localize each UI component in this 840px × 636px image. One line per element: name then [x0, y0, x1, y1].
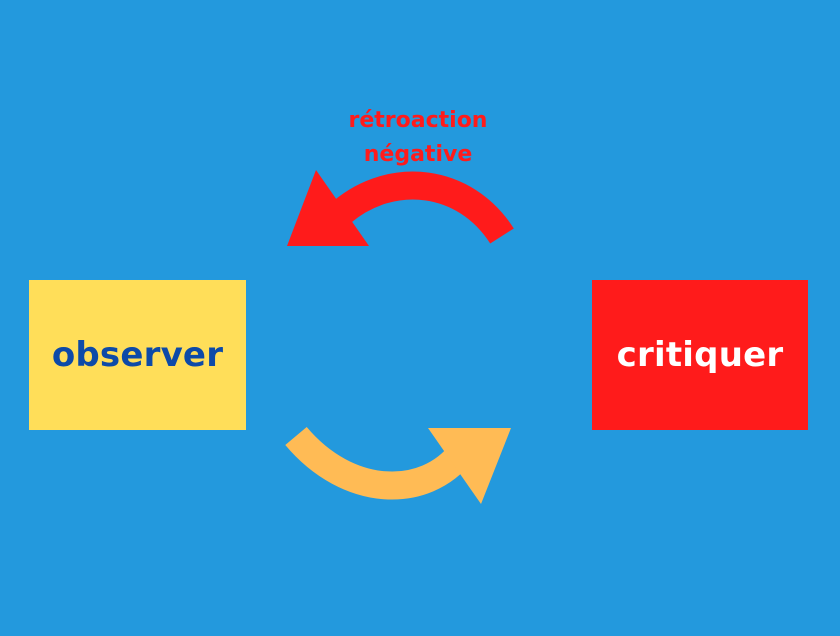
forward-arrow: [285, 426, 511, 504]
feedback-arrow: [287, 170, 514, 246]
critiquer-box: critiquer: [592, 280, 808, 430]
feedback-label-line1: rétroaction: [348, 108, 488, 133]
feedback-label-line2: négative: [363, 142, 473, 167]
observer-label: observer: [51, 335, 224, 375]
feedback-label: rétroaction négative: [318, 104, 518, 172]
observer-box: observer: [29, 280, 246, 430]
critiquer-label: critiquer: [616, 335, 784, 375]
